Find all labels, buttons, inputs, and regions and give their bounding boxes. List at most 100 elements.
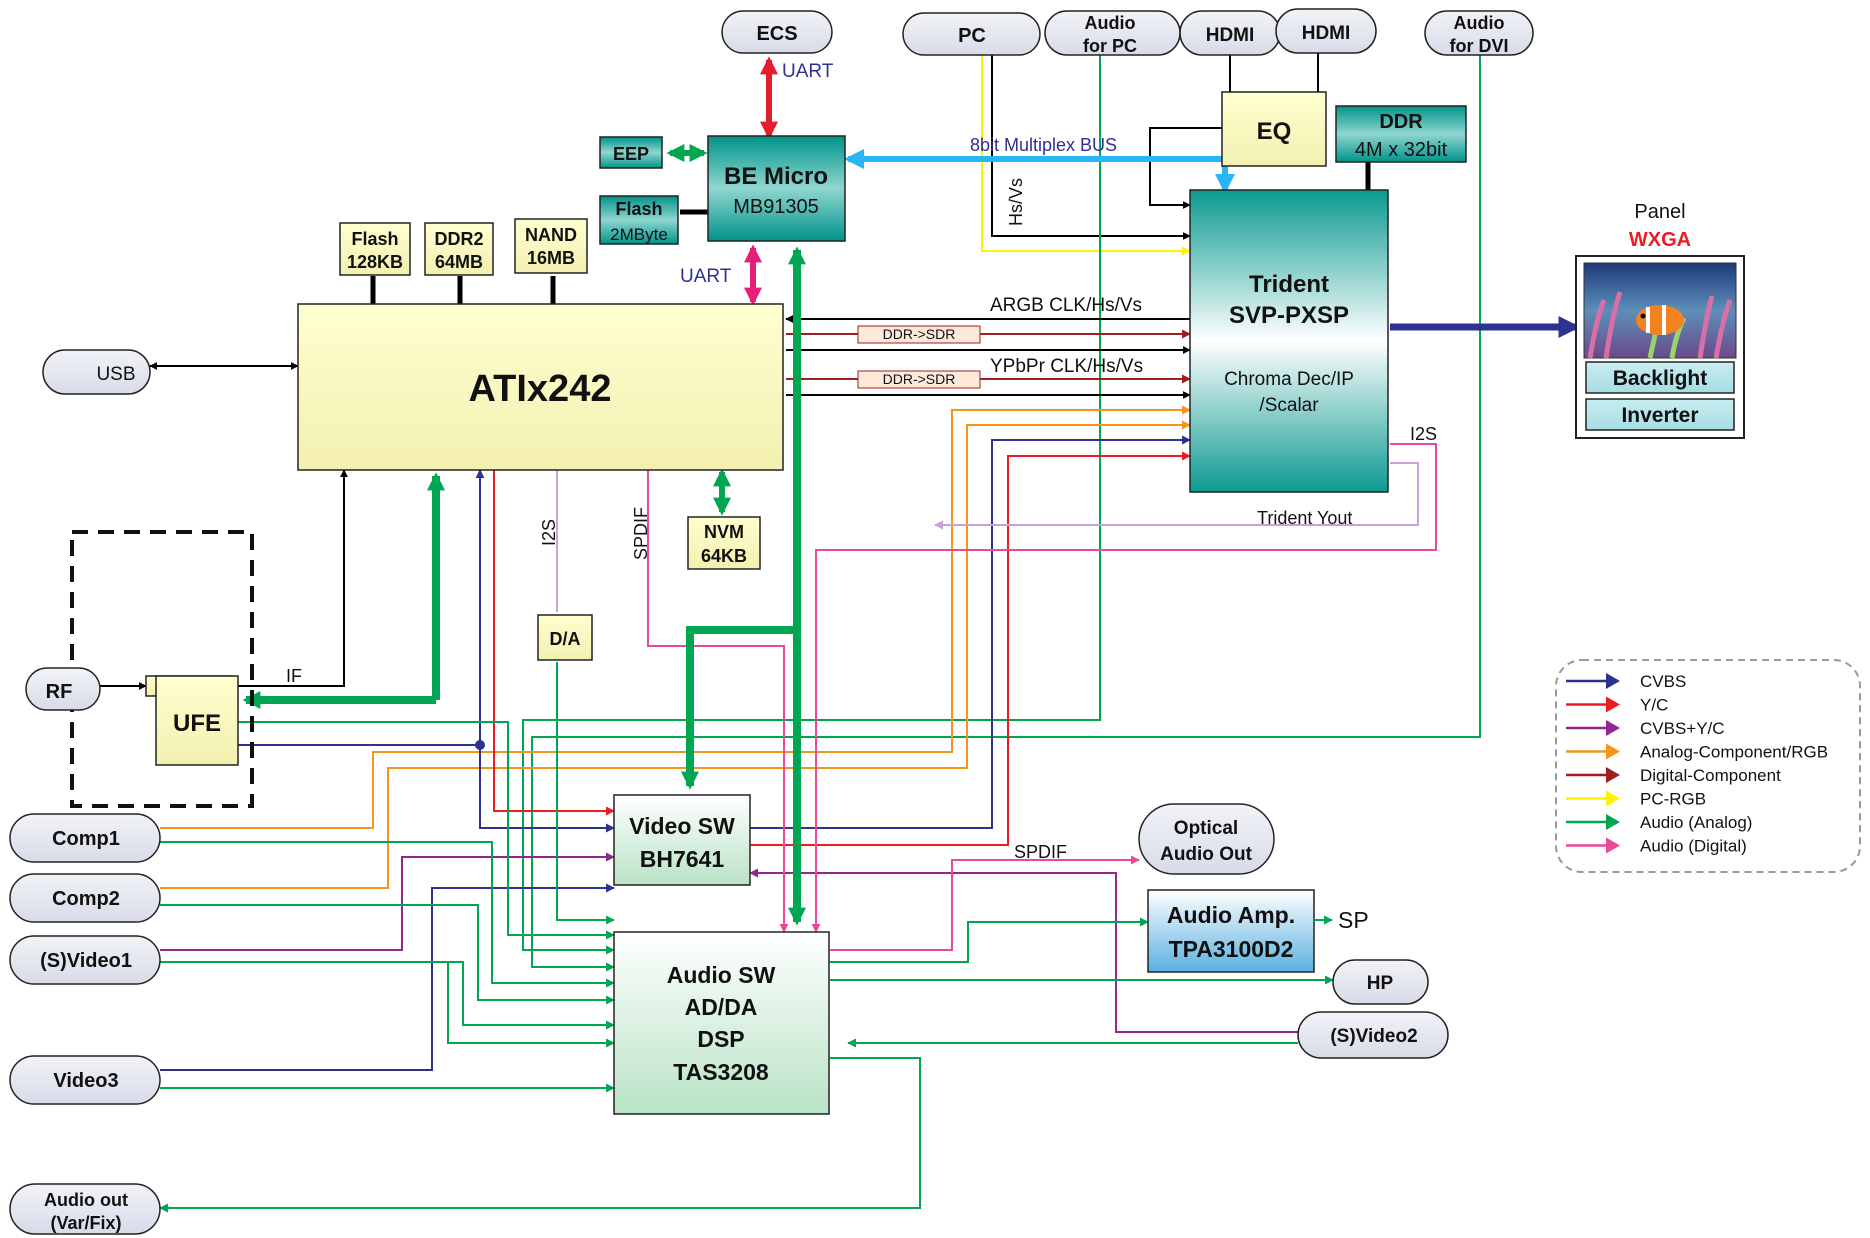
- legend-item: Audio (Digital): [1566, 837, 1747, 856]
- ddr-line1: DDR: [1379, 111, 1423, 133]
- hp-pill: HP: [1333, 960, 1428, 1004]
- audio-sw-line3: DSP: [697, 1026, 744, 1052]
- da-label: D/A: [550, 629, 581, 649]
- sp-label: SP: [1338, 907, 1369, 933]
- legend-arrowhead: [1606, 791, 1620, 807]
- ddr-sdr-box-2: DDR->SDR: [858, 371, 980, 388]
- nvm-block: NVM 64KB: [688, 517, 760, 569]
- trident-title: Trident: [1249, 271, 1329, 298]
- legend-arrowhead: [1606, 838, 1620, 854]
- uart-top-label: UART: [782, 61, 834, 82]
- i2c-videosw-bus: [690, 630, 797, 786]
- audio-sw-block: Audio SW AD/DA DSP TAS3208: [614, 932, 829, 1114]
- be-micro-title: BE Micro: [724, 163, 828, 190]
- comp2-label: Comp2: [52, 888, 120, 910]
- trident-part: SVP-PXSP: [1229, 302, 1349, 329]
- ufe-block: UFE: [146, 676, 238, 765]
- usb-pill: USB: [43, 350, 150, 394]
- audio-pc-line2: for PC: [1083, 36, 1137, 56]
- ddr2-line2: 64MB: [435, 252, 483, 272]
- eep-label: EEP: [613, 144, 649, 164]
- hdmi2-label: HDMI: [1302, 23, 1351, 44]
- svideo1-label: (S)Video1: [40, 950, 132, 972]
- legend-arrowhead: [1606, 767, 1620, 783]
- flash-128kb-block: Flash 128KB: [340, 223, 410, 275]
- ddr2-block: DDR2 64MB: [425, 223, 493, 275]
- legend-label: CVBS: [1640, 672, 1686, 691]
- legend-arrowhead: [1606, 744, 1620, 760]
- flash-2mb-line1: Flash: [615, 199, 662, 219]
- ddr-sdr-label-2: DDR->SDR: [883, 371, 956, 387]
- legend-arrowhead: [1606, 814, 1620, 830]
- argb-label: ARGB CLK/Hs/Vs: [990, 295, 1142, 316]
- eep-block: EEP: [600, 137, 662, 168]
- nvm-line2: 64KB: [701, 546, 747, 566]
- audio-amp-block: Audio Amp. TPA3100D2: [1148, 890, 1314, 972]
- ufe-label: UFE: [173, 710, 221, 737]
- ddr-block: DDR 4M x 32bit: [1336, 106, 1466, 162]
- ecs-label: ECS: [756, 23, 797, 45]
- da-to-audiosw-wire: [557, 662, 614, 920]
- panel-image: [1584, 263, 1736, 358]
- audio-sw-line2: AD/DA: [685, 994, 758, 1020]
- ddr-sdr-label-1: DDR->SDR: [883, 326, 956, 342]
- comp1-label: Comp1: [52, 828, 120, 850]
- svideo1-audio-wire: [160, 962, 614, 1025]
- spdif-optical-label: SPDIF: [1014, 842, 1067, 862]
- atix242-block: ATIx242: [298, 304, 783, 470]
- legend: CVBS Y/C CVBS+Y/C Analog-Component/RGB Digit…: [1556, 660, 1860, 872]
- audio-amp-part: TPA3100D2: [1169, 936, 1294, 962]
- video3-label: Video3: [53, 1070, 118, 1092]
- da-block: D/A: [538, 615, 592, 660]
- comp1-pill: Comp1: [10, 814, 160, 862]
- optical-line1: Optical: [1174, 818, 1238, 839]
- hdmi2-pill: HDMI: [1276, 9, 1376, 53]
- legend-label: Audio (Digital): [1640, 837, 1747, 856]
- be-micro-block: BE Micro MB91305: [708, 136, 845, 241]
- video3-pill: Video3: [10, 1056, 160, 1104]
- flash-2mb-line2: 2MByte: [610, 225, 668, 244]
- flash-128kb-line2: 128KB: [347, 252, 403, 272]
- video-sw-part: BH7641: [640, 846, 725, 872]
- if-label: IF: [286, 666, 302, 686]
- amp-wire: [830, 922, 1148, 962]
- comp2-audio-wire: [160, 905, 614, 1000]
- legend-label: Digital-Component: [1640, 766, 1781, 785]
- audio-out-line1: Audio out: [44, 1190, 128, 1210]
- legend-arrowhead: [1606, 720, 1620, 736]
- audio-pc-pill: Audio for PC: [1045, 11, 1180, 56]
- cvbs-to-videosw-wire: [480, 745, 614, 828]
- rf-pill: RF: [26, 668, 100, 710]
- ecs-pill: ECS: [722, 11, 832, 53]
- backlight-label: Backlight: [1613, 367, 1708, 390]
- hdmi1-label: HDMI: [1206, 25, 1255, 46]
- audio-dvi-line1: Audio: [1454, 13, 1505, 33]
- hp-label: HP: [1367, 973, 1394, 994]
- legend-label: Audio (Analog): [1640, 813, 1752, 832]
- legend-label: Y/C: [1640, 696, 1668, 715]
- optical-line2: Audio Out: [1160, 844, 1252, 865]
- video-sw-title: Video SW: [629, 813, 735, 839]
- legend-item: Digital-Component: [1566, 766, 1781, 785]
- rf-label: RF: [46, 681, 73, 703]
- panel-block: Panel WXGA Backlight Inverter: [1576, 201, 1744, 438]
- ddr2-line1: DDR2: [434, 229, 483, 249]
- audio-out-line2: (Var/Fix): [50, 1213, 121, 1233]
- i2s-vertical-label: I2S: [539, 519, 559, 546]
- hsvs-label: Hs/Vs: [1006, 178, 1026, 226]
- legend-item: CVBS+Y/C: [1566, 719, 1725, 738]
- nvm-line1: NVM: [704, 522, 744, 542]
- spdif-vertical-label: SPDIF: [631, 507, 651, 560]
- flash-2mb-block: Flash 2MByte: [600, 196, 678, 244]
- panel-resolution: WXGA: [1629, 229, 1691, 251]
- legend-arrowhead: [1606, 673, 1620, 689]
- ddr-sdr-box-1: DDR->SDR: [858, 326, 980, 343]
- audio-dvi-line2: for DVI: [1449, 36, 1508, 56]
- flash-128kb-line1: Flash: [351, 229, 398, 249]
- inverter-label: Inverter: [1621, 404, 1698, 427]
- audio-sw-line4: TAS3208: [673, 1059, 769, 1085]
- legend-item: Analog-Component/RGB: [1566, 743, 1828, 762]
- svideo2-pill: (S)Video2: [1298, 1012, 1448, 1058]
- trident-func2: /Scalar: [1259, 395, 1319, 416]
- legend-label: Analog-Component/RGB: [1640, 743, 1828, 762]
